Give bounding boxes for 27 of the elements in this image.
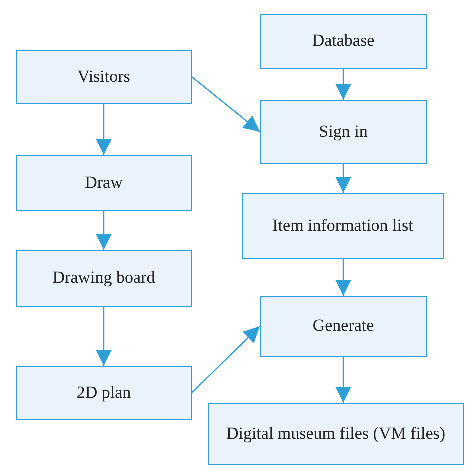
box-label: Drawing board xyxy=(52,267,156,290)
process-box xyxy=(16,366,192,420)
process-box xyxy=(260,100,427,164)
box-label: Item information list xyxy=(272,214,414,237)
process-box xyxy=(260,296,427,357)
box-label: Database xyxy=(312,30,375,52)
arrow xyxy=(192,326,260,394)
box-label: Generate xyxy=(312,315,374,338)
process-box xyxy=(208,403,464,465)
arrow xyxy=(192,76,260,132)
process-box xyxy=(242,193,444,259)
process-box xyxy=(16,250,192,307)
box-label: Digital museum files (VM files) xyxy=(226,422,446,445)
arrow xyxy=(96,211,112,250)
box-label: Sign in xyxy=(319,120,368,143)
arrow xyxy=(96,307,112,366)
arrow xyxy=(336,259,352,296)
arrow xyxy=(336,164,352,193)
box-label: Draw xyxy=(85,172,123,194)
process-box xyxy=(260,14,427,69)
box-label: Visitors xyxy=(78,66,130,88)
box-label: 2D plan xyxy=(76,382,132,404)
arrow xyxy=(96,104,112,155)
arrow xyxy=(336,69,352,100)
process-box xyxy=(16,50,192,104)
arrow xyxy=(336,357,352,403)
process-box xyxy=(16,155,192,211)
